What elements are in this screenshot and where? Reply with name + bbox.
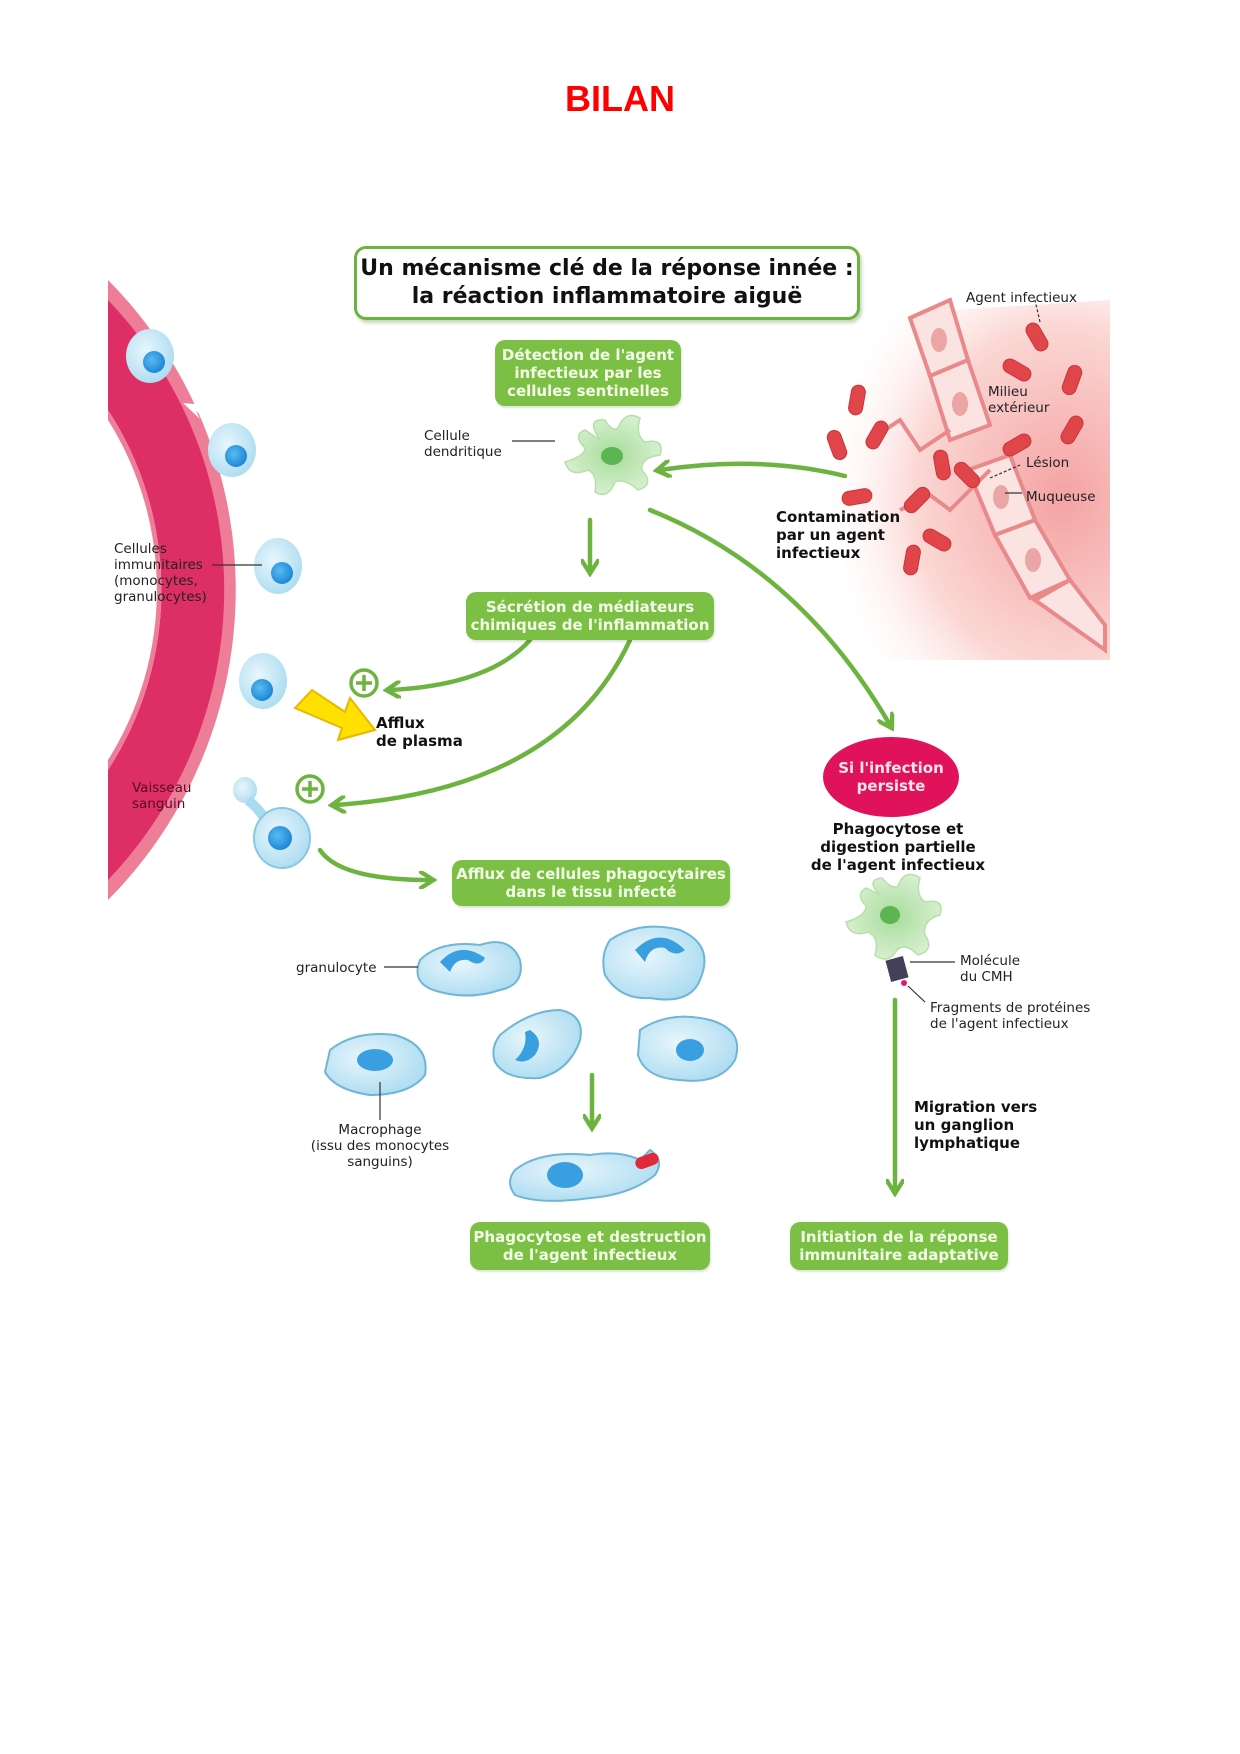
label-line: Molécule xyxy=(960,953,1020,969)
step-afflux-line: Afflux de cellules phagocytaires xyxy=(456,865,726,883)
dendritic-cell xyxy=(564,414,662,496)
step-afflux-line: dans le tissu infecté xyxy=(505,883,677,901)
diagram-title-line1: Un mécanisme clé de la réponse innée : xyxy=(360,256,854,281)
label-cellule-dendritique: Cellule dendritique xyxy=(424,428,502,460)
label-line: Phagocytose et xyxy=(832,820,964,838)
diagram-title-line2: la réaction inflammatoire aiguë xyxy=(411,284,803,309)
step-secretion-line: Sécrétion de médiateurs xyxy=(485,598,695,616)
label-line: dendritique xyxy=(424,444,502,460)
label-line: immunitaires xyxy=(114,557,203,573)
plus-circle-icon xyxy=(295,774,325,804)
leader-lines xyxy=(212,299,1041,1120)
label-line: Contamination xyxy=(776,508,901,526)
blood-vessel xyxy=(108,280,236,900)
label-line: Fragments de protéines xyxy=(930,1000,1091,1016)
label-line: par un agent xyxy=(776,526,885,544)
label-afflux-plasma: Afflux de plasma xyxy=(376,714,463,750)
label-line: de plasma xyxy=(376,732,463,750)
step-secretion: Sécrétion de médiateurs chimiques de l'i… xyxy=(466,592,714,640)
step-phagocytose-destruction: Phagocytose et destruction de l'agent in… xyxy=(470,1222,710,1270)
step-detection: Détection de l'agent infectieux par les … xyxy=(495,340,681,406)
bacteria-group xyxy=(826,322,1084,576)
step-phagocytose-line: Phagocytose et destruction xyxy=(473,1228,707,1246)
label-line: Cellule xyxy=(424,428,470,444)
arrow-to-afflux xyxy=(317,847,430,880)
condition-infection-persists: Si l'infection persiste xyxy=(823,737,959,817)
arrow-detection-persistence xyxy=(647,507,890,725)
step-initiation: Initiation de la réponse immunitaire ada… xyxy=(790,1222,1008,1270)
label-contamination: Contamination par un agent infectieux xyxy=(776,508,900,562)
label-line: lymphatique xyxy=(914,1134,1020,1152)
label-line: digestion partielle xyxy=(820,838,976,856)
label-line: granulocytes) xyxy=(114,589,207,605)
diagram-title: Un mécanisme clé de la réponse innée : l… xyxy=(354,246,860,320)
vessel-cells xyxy=(126,329,311,869)
label-vaisseau-sanguin: Vaisseau sanguin xyxy=(132,780,191,812)
step-secretion-line: chimiques de l'inflammation xyxy=(470,616,710,634)
label-milieu-exterieur: Milieu extérieur xyxy=(988,384,1049,416)
label-line: un ganglion xyxy=(914,1116,1015,1134)
flow-arrows xyxy=(317,464,895,1190)
label-line: Cellules xyxy=(114,541,167,557)
arrow-contamination-detection xyxy=(660,464,848,476)
label-line: Macrophage xyxy=(338,1122,422,1138)
label-granulocyte: granulocyte xyxy=(296,960,377,976)
step-initiation-line: immunitaire adaptative xyxy=(799,1246,999,1264)
label-line: Afflux xyxy=(376,714,425,732)
label-line: (monocytes, xyxy=(114,573,198,589)
presenting-dendritic-cell xyxy=(845,873,942,986)
label-agent-infectieux: Agent infectieux xyxy=(966,290,1077,306)
label-fragments: Fragments de protéines de l'agent infect… xyxy=(930,1000,1090,1032)
step-detection-line: Détection de l'agent xyxy=(501,346,675,364)
label-cellules-immunitaires: Cellules immunitaires (monocytes, granul… xyxy=(114,541,207,605)
label-line: de l'agent infectieux xyxy=(810,856,986,874)
label-phagocytose-digestion: Phagocytose et digestion partielle de l'… xyxy=(798,820,998,874)
step-detection-line: infectieux par les xyxy=(514,364,662,382)
step-phagocytose-line: de l'agent infectieux xyxy=(502,1246,678,1264)
arrow-secretion-phagocytes xyxy=(335,637,633,805)
condition-line: persiste xyxy=(856,777,926,795)
label-muqueuse: Muqueuse xyxy=(1026,489,1096,505)
label-line: de l'agent infectieux xyxy=(930,1016,1069,1032)
label-line: infectieux xyxy=(776,544,861,562)
plasma-arrow xyxy=(293,688,377,742)
label-line: sanguin xyxy=(132,796,186,812)
phagocyte-nuclei xyxy=(357,937,704,1188)
label-migration: Migration vers un ganglion lymphatique xyxy=(914,1098,1037,1152)
label-line: (issu des monocytes xyxy=(310,1138,450,1154)
label-line: sanguins) xyxy=(347,1154,413,1170)
mucosa-illustration xyxy=(800,297,1110,660)
plus-circle-icon xyxy=(349,668,379,698)
label-macrophage: Macrophage (issu des monocytes sanguins) xyxy=(300,1122,460,1170)
label-line: Migration vers xyxy=(914,1098,1038,1116)
label-line: Vaisseau xyxy=(132,780,192,796)
step-afflux-cellules: Afflux de cellules phagocytaires dans le… xyxy=(452,860,730,906)
label-lesion: Lésion xyxy=(1026,455,1070,471)
step-initiation-line: Initiation de la réponse xyxy=(800,1228,998,1246)
step-detection-line: cellules sentinelles xyxy=(507,382,669,400)
label-line: Milieu xyxy=(988,384,1028,400)
label-line: du CMH xyxy=(960,969,1013,985)
label-line: extérieur xyxy=(988,400,1050,416)
condition-line: Si l'infection xyxy=(838,759,944,777)
arrow-secretion-plasma xyxy=(390,637,533,690)
label-molecule-cmh: Molécule du CMH xyxy=(960,953,1020,985)
page-title: BILAN xyxy=(565,78,675,119)
